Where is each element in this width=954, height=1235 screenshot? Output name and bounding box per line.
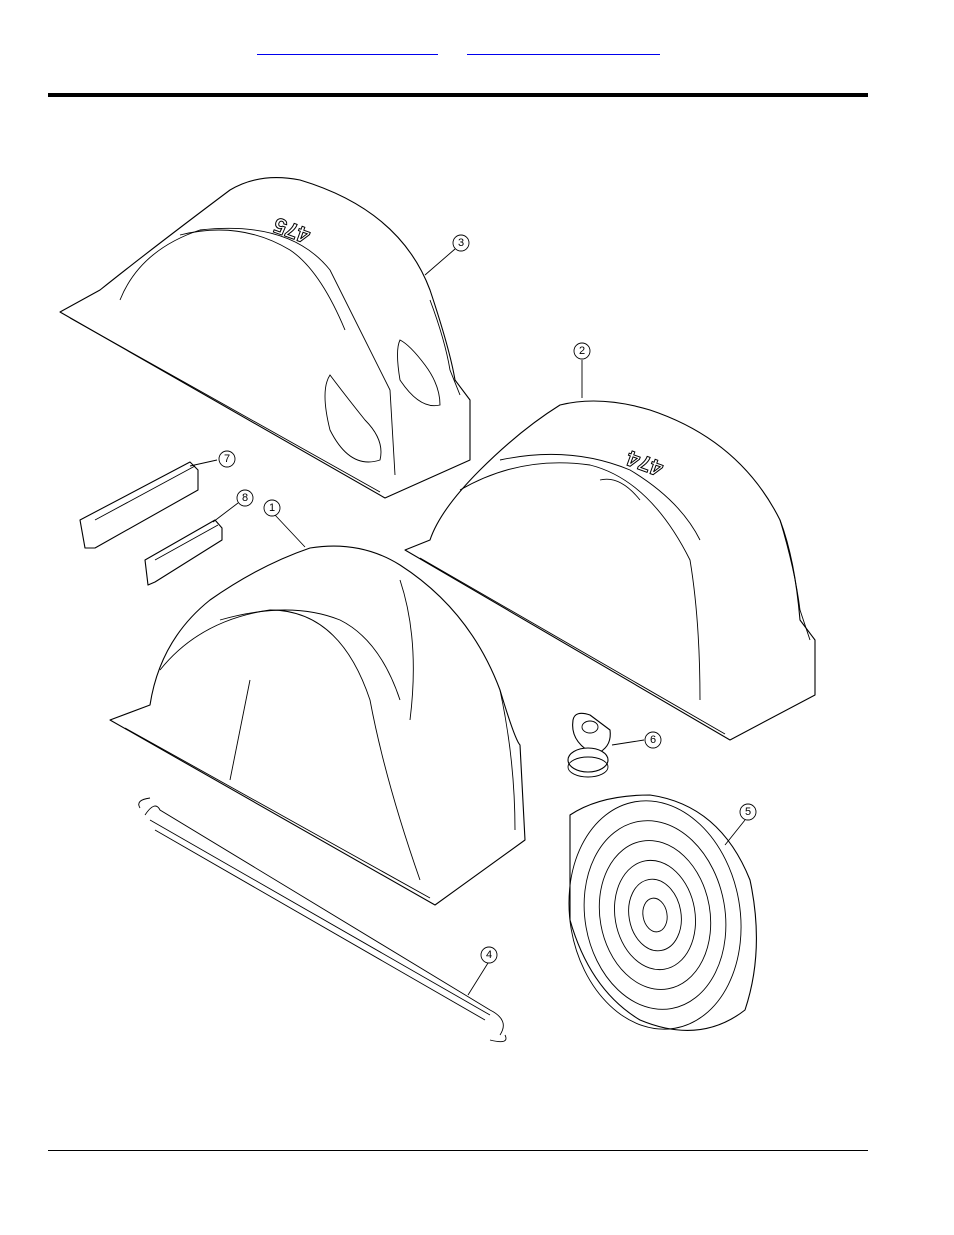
callout-1: 1 — [264, 500, 280, 516]
callout-3-label: 3 — [458, 237, 464, 249]
callout-8: 8 — [237, 490, 253, 506]
callout-4-label: 4 — [486, 949, 492, 961]
callout-4: 4 — [481, 947, 497, 963]
callout-5-label: 5 — [745, 806, 751, 818]
callout-2-label: 2 — [579, 345, 585, 357]
shroud-part-3: 475 — [60, 178, 470, 498]
coil-part-5 — [551, 787, 758, 1043]
callout-3: 3 — [453, 235, 469, 251]
callout-2: 2 — [574, 343, 590, 359]
cap-part-6 — [568, 713, 610, 777]
callout-8-label: 8 — [242, 492, 248, 504]
callout-1-label: 1 — [269, 502, 275, 514]
callout-6: 6 — [645, 732, 661, 748]
bracket-part-7 — [80, 462, 198, 548]
callout-5: 5 — [740, 804, 756, 820]
callout-7-label: 7 — [224, 453, 230, 465]
shroud-part-1 — [110, 546, 525, 905]
callout-7: 7 — [219, 451, 235, 467]
bracket-part-8 — [145, 520, 222, 585]
callout-6-label: 6 — [650, 734, 656, 746]
